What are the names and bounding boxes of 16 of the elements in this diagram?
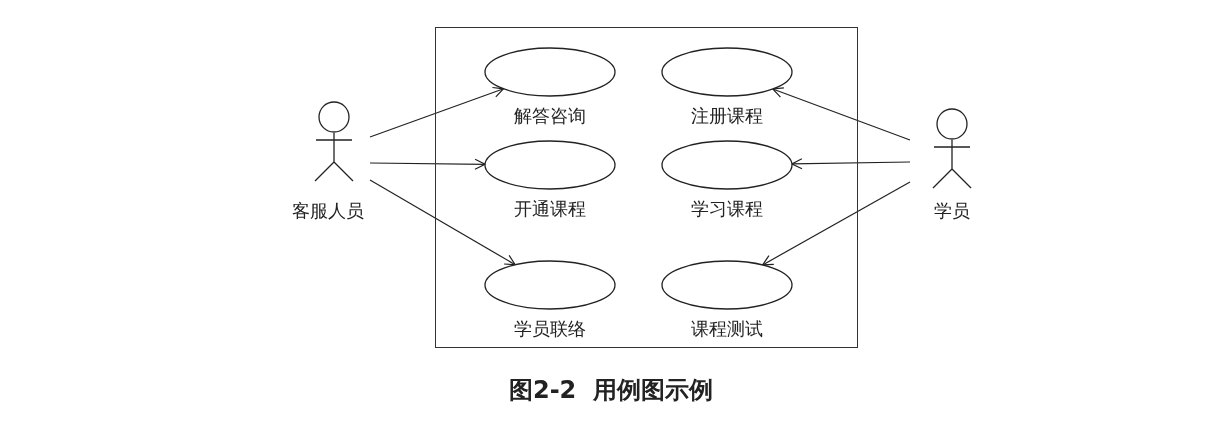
arrow xyxy=(369,158,486,170)
actor-label: 学员 xyxy=(933,199,971,223)
use-case-label: 开通课程 xyxy=(513,197,587,221)
arrow xyxy=(762,181,911,266)
figure-caption: 图2-2 用例图示例 xyxy=(508,376,714,404)
system-boundary xyxy=(435,27,858,348)
arrow xyxy=(772,87,911,141)
arrow xyxy=(369,86,505,138)
use-case-label: 解答咨询 xyxy=(513,104,587,128)
use-case-label: 课程测试 xyxy=(690,317,764,341)
actor-label: 客服人员 xyxy=(290,199,365,223)
use-case-label: 学习课程 xyxy=(690,197,764,221)
use-case-label: 学员联络 xyxy=(513,317,587,341)
arrow xyxy=(791,158,911,170)
arrow xyxy=(369,179,516,266)
use-case-label: 注册课程 xyxy=(690,104,764,128)
